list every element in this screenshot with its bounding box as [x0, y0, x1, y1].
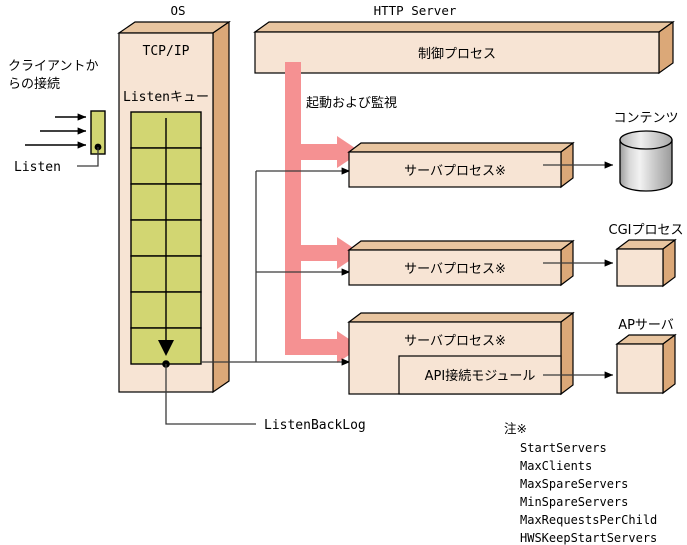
external-label-apserver: APサーバ	[618, 318, 674, 333]
listen-label: Listen	[14, 160, 61, 175]
listen-queue-label: Listenキュー	[123, 90, 209, 105]
control-process-box	[253, 20, 675, 75]
supervise-label: 起動および監視	[306, 95, 397, 111]
note-item-3: MinSpareServers	[520, 495, 628, 509]
server-process-label-2: サーバプロセス※	[404, 262, 506, 277]
server-process-label-1: サーバプロセス※	[404, 164, 506, 179]
backlog-leader-line	[165, 364, 256, 425]
client-caption-line2: らの接続	[8, 76, 60, 92]
listen-queue	[130, 111, 202, 365]
server-process-box-2	[347, 239, 575, 287]
contents-cylinder	[619, 130, 673, 192]
client-connection-arrows	[25, 113, 87, 149]
listen-backlog-label: ListenBackLog	[264, 418, 366, 433]
ap-server-box	[615, 333, 677, 395]
startup-supervise-flow-arrow	[285, 62, 361, 363]
note-item-0: StartServers	[520, 441, 607, 455]
note-heading: 注※	[504, 421, 527, 436]
http-server-title: HTTP Server	[374, 3, 457, 18]
queue-to-process-connectors	[201, 167, 351, 366]
api-module-label: API接続モジュール	[425, 368, 536, 384]
server-process-label-3: サーバプロセス※	[404, 334, 506, 349]
note-item-5: HWSKeepStartServers	[520, 531, 657, 545]
listen-leader-line	[77, 147, 99, 167]
cgi-process-box	[615, 238, 677, 288]
os-title: OS	[170, 3, 185, 18]
external-label-cgi: CGIプロセス	[609, 223, 684, 238]
note-item-2: MaxSpareServers	[520, 477, 628, 491]
client-caption-line1: クライアントか	[8, 59, 98, 74]
external-label-contents: コンテンツ	[613, 111, 678, 126]
control-process-label: 制御プロセス	[418, 47, 496, 62]
api-module-box	[398, 355, 562, 395]
note-item-4: MaxRequestsPerChild	[520, 513, 657, 527]
tcpip-label: TCP/IP	[143, 44, 190, 59]
note-item-1: MaxClients	[520, 459, 592, 473]
server-process-box-1	[347, 141, 575, 189]
